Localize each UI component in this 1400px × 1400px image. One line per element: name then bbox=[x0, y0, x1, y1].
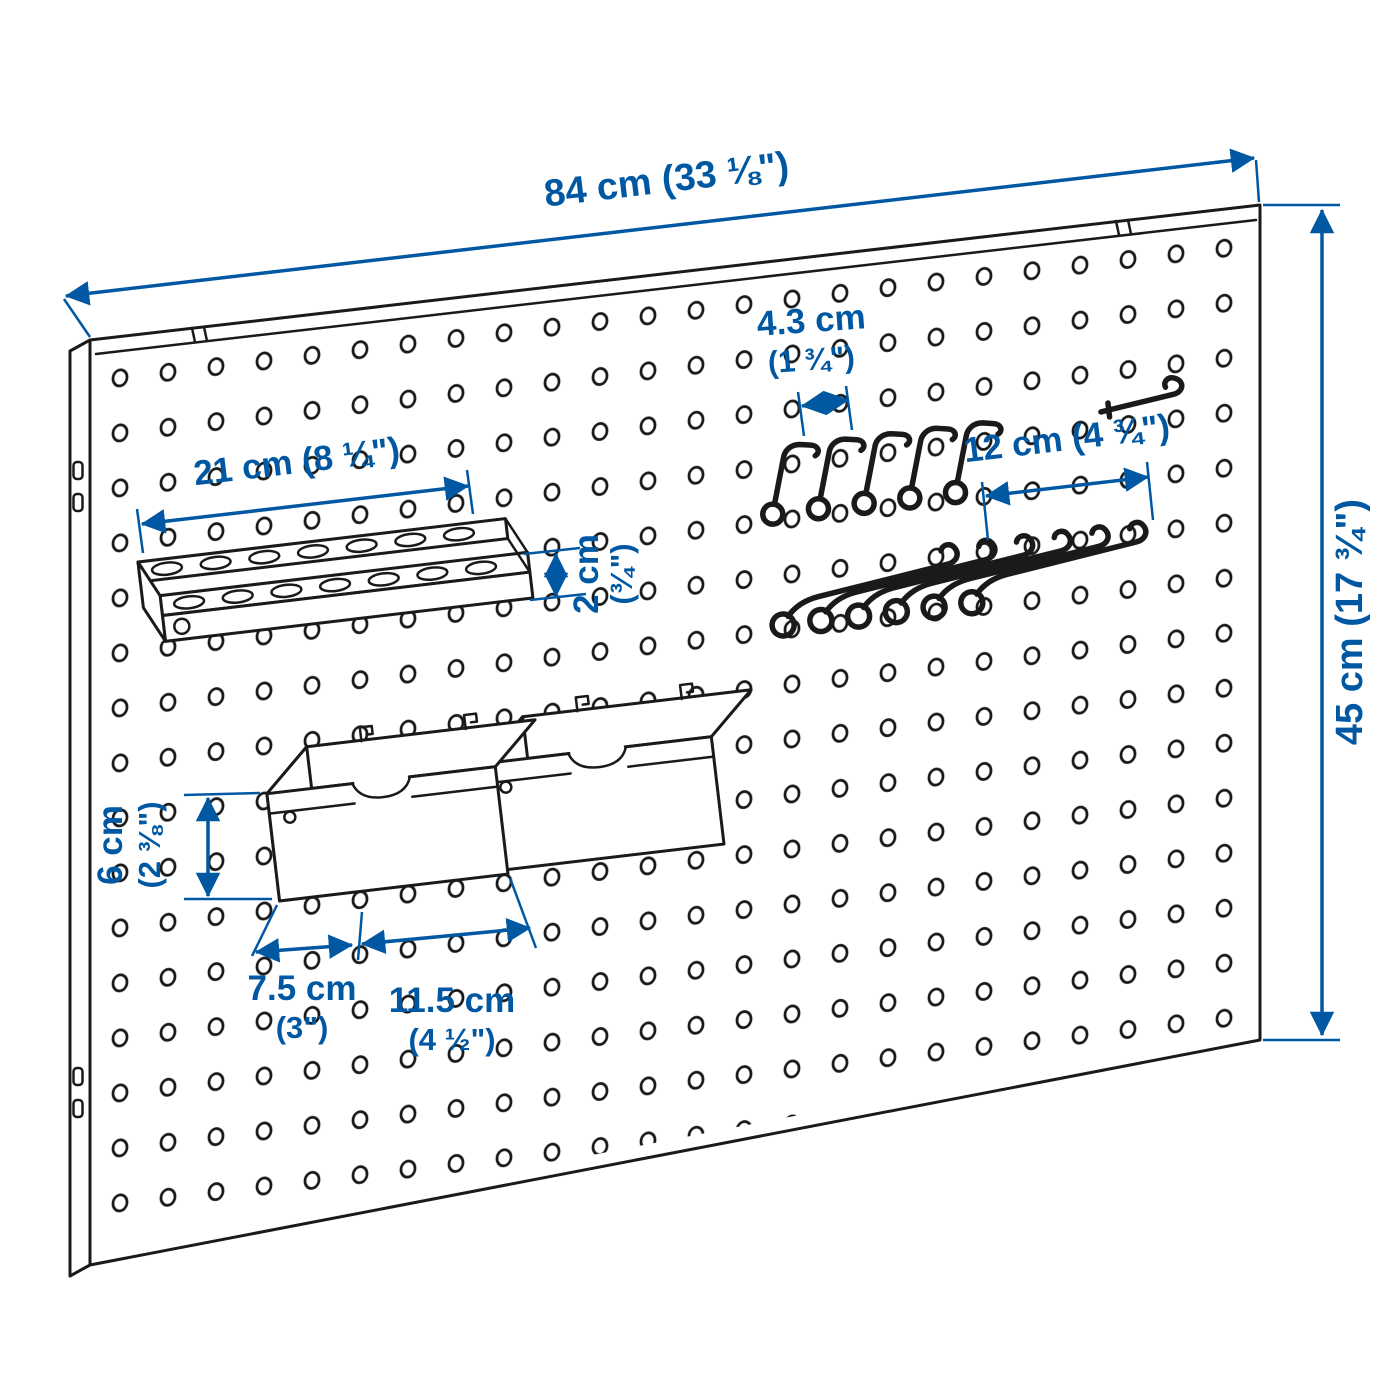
dim-board-width-label: 84 cm (33 ⅛") bbox=[542, 145, 791, 216]
dim-tick bbox=[980, 481, 990, 541]
dim-holder-height-label-line1: 2 cm bbox=[567, 534, 606, 614]
dim-bin-depth-label-line1: 7.5 cm bbox=[248, 969, 357, 1008]
dim-tick bbox=[508, 877, 538, 949]
dim-line bbox=[64, 148, 1256, 306]
dim-bin-width-label-line1: 11.5 cm bbox=[389, 981, 516, 1020]
dim-line bbox=[984, 467, 1150, 506]
tool-holder-end-cap bbox=[136, 560, 167, 643]
side-panel-slots bbox=[72, 460, 84, 1119]
dim-bin-width-label-line2: (4 ½") bbox=[408, 1022, 495, 1057]
dim-bin-width: 11.5 cm (4 ½") bbox=[360, 877, 538, 1057]
tool-holder-front-hole bbox=[173, 617, 191, 636]
dim-tick bbox=[62, 298, 92, 338]
single-hook bbox=[1098, 375, 1185, 420]
dimensions: 84 cm (33 ⅛") 45 cm (17 ¾") 21 cm (8 ¼")… bbox=[62, 145, 1371, 1057]
tool-holder-right-edges bbox=[504, 517, 532, 574]
dim-holder-height-label-line2: (¾") bbox=[604, 543, 639, 604]
dim-board-height-label: 45 cm (17 ¾") bbox=[1329, 499, 1371, 745]
dim-tick bbox=[523, 546, 581, 556]
dim-board-height: 45 cm (17 ¾") bbox=[1263, 203, 1371, 1042]
dim-line bbox=[254, 934, 354, 963]
dim-bin-height: 6 cm (2 ⅜") bbox=[91, 791, 272, 901]
dim-holder-height: 2 cm (¾") bbox=[523, 534, 639, 614]
pegboard bbox=[68, 203, 1262, 1278]
dim-bin-depth: 7.5 cm (3") bbox=[248, 904, 364, 1045]
tool-holder-back-rail bbox=[136, 517, 510, 584]
mounting-notch-left bbox=[190, 325, 209, 344]
dim-tick bbox=[1254, 159, 1261, 203]
dim-line bbox=[140, 476, 470, 534]
dim-line bbox=[800, 390, 850, 416]
dim-hook-gap-label-line2: (1 ¾") bbox=[767, 339, 856, 380]
dim-bin-depth-label-line2: (3") bbox=[276, 1010, 329, 1045]
tool-holder bbox=[136, 517, 535, 643]
dim-bin-height-label-line2: (2 ⅜") bbox=[132, 801, 167, 888]
dim-tick bbox=[183, 791, 261, 797]
dim-hook-gap-label-line1: 4.3 cm bbox=[755, 297, 866, 344]
dim-line bbox=[360, 918, 532, 954]
dim-tick bbox=[135, 508, 145, 554]
pegboard-side-panel bbox=[68, 338, 92, 1278]
dim-bin-height-label-line1: 6 cm bbox=[91, 805, 130, 885]
dim-hook-gap: 4.3 cm (1 ¾") bbox=[755, 297, 867, 437]
